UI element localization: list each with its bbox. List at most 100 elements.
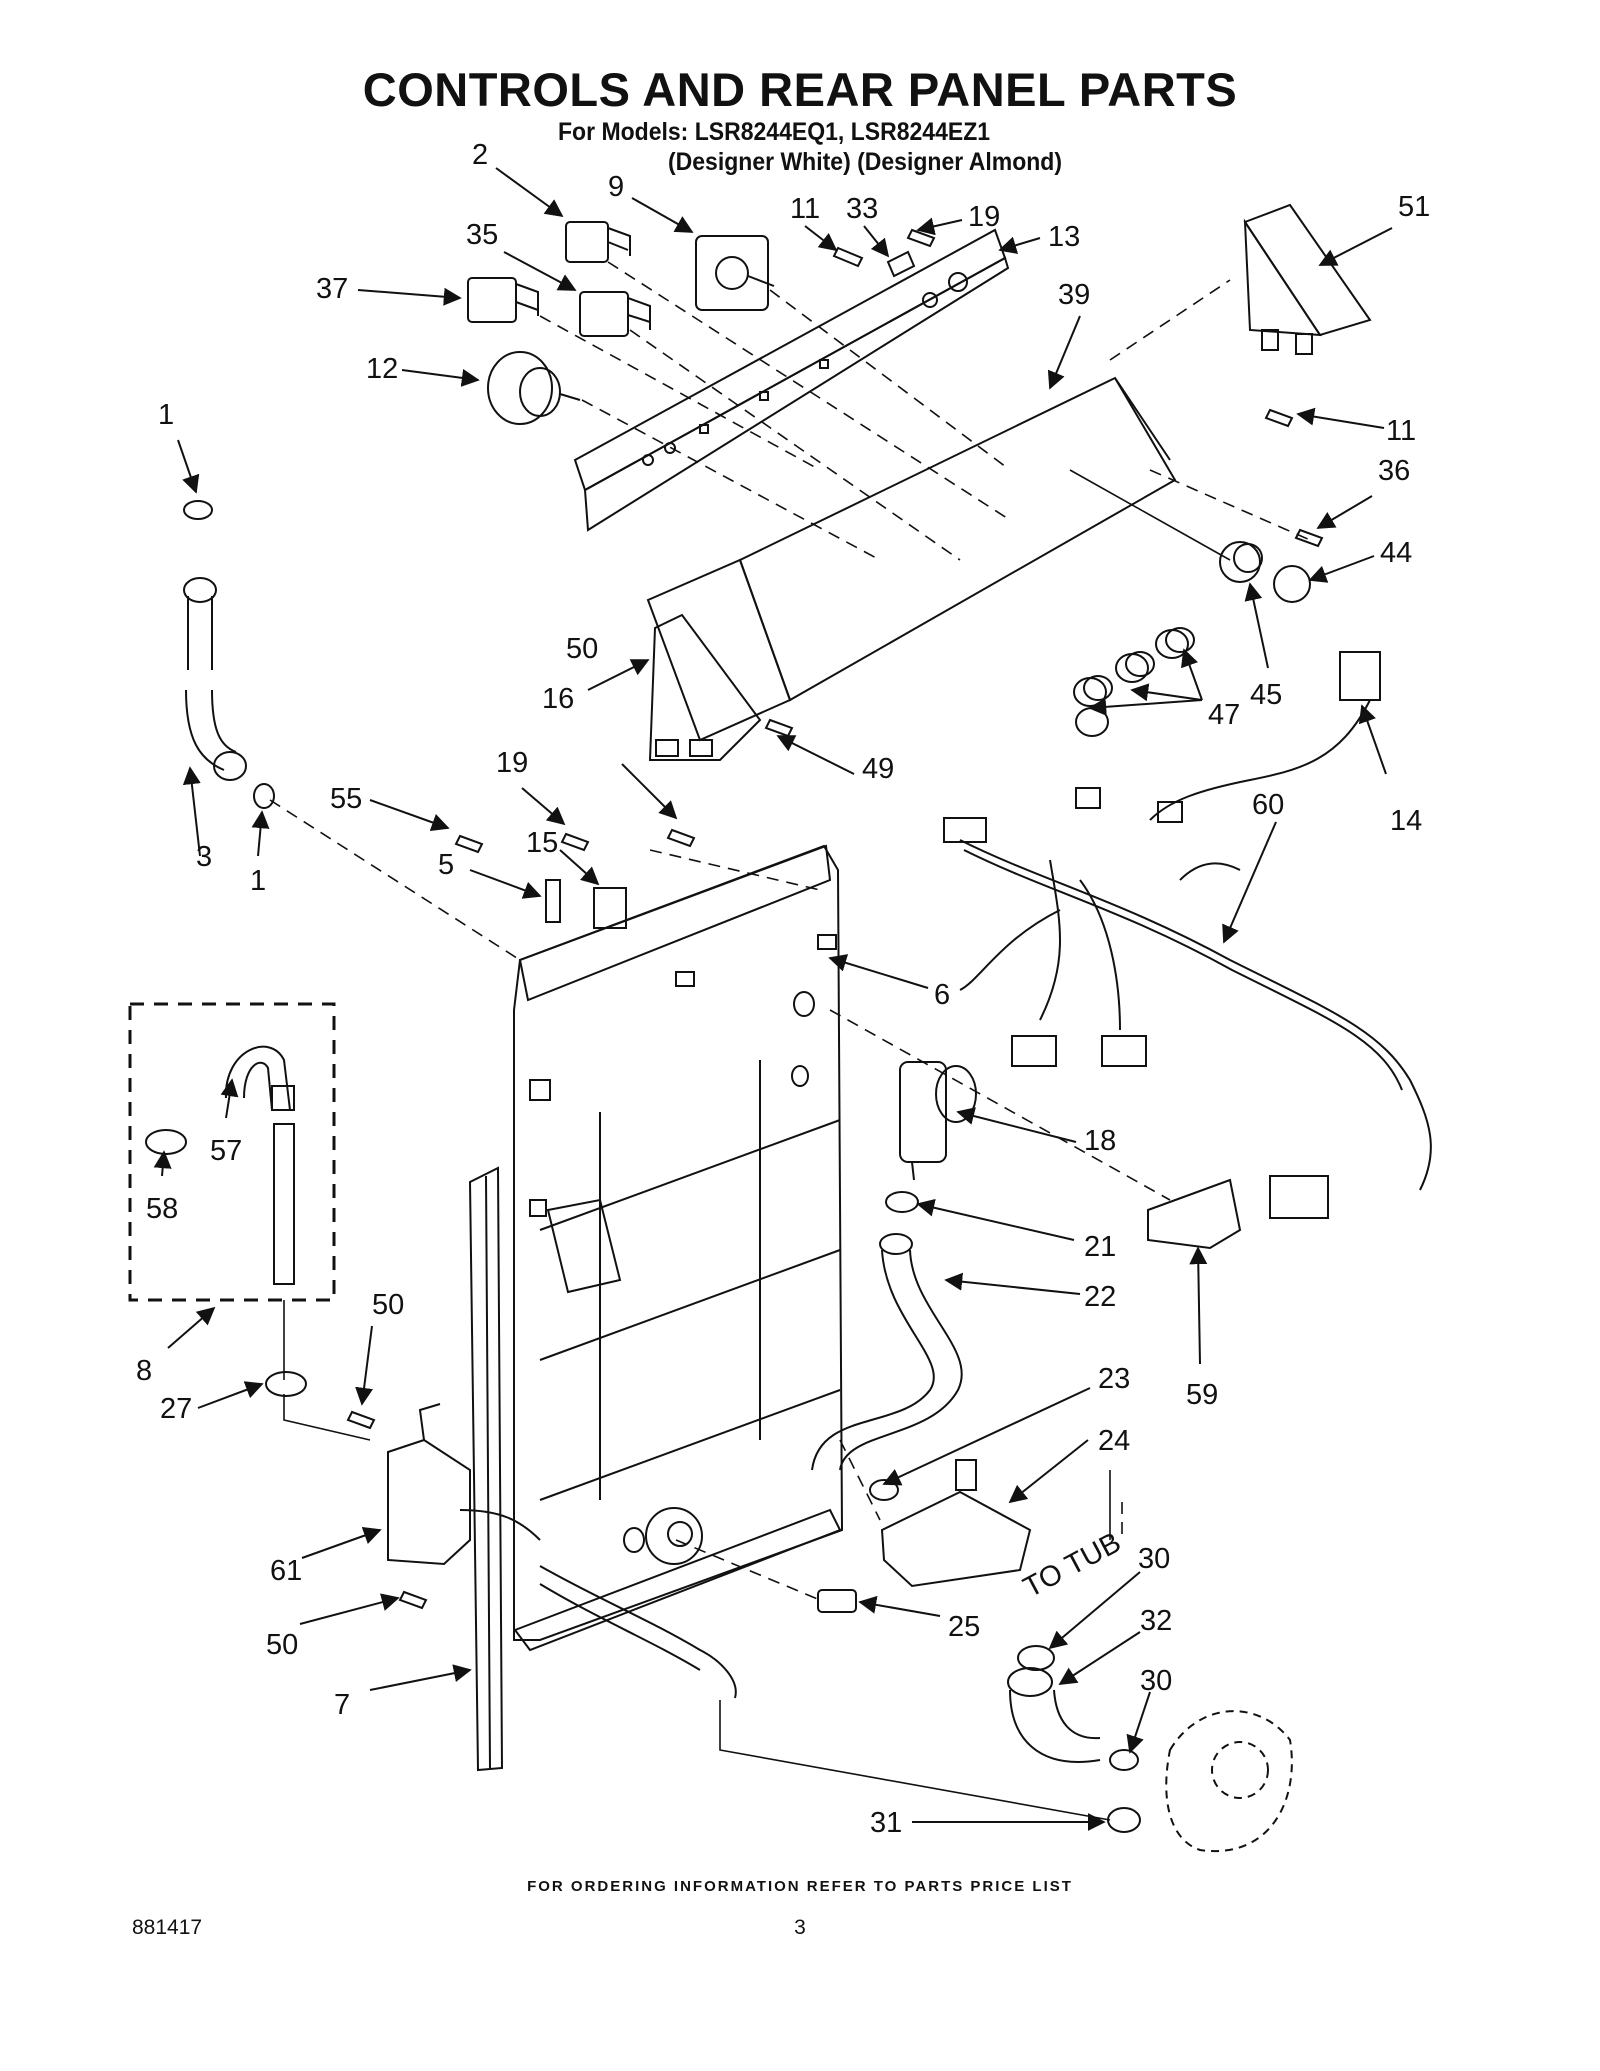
pump-outline [1165,1710,1293,1853]
colors-line: (Designer White) (Designer Almond) [668,148,1063,176]
clip-5 [545,879,561,923]
timer-9 [695,235,775,311]
knob-47-a [1073,675,1113,707]
knob-47-c [1155,627,1195,659]
fill-hose-22 [811,1233,963,1471]
callout-18: 18 [1084,1125,1116,1157]
side-trim-7 [468,1166,504,1772]
callout-39: 39 [1058,279,1090,311]
water-valve-18 [899,1061,977,1181]
drain-hose-bottom [513,1508,842,1699]
callout-19: 19 [496,747,528,779]
callout-19: 19 [968,201,1000,233]
callout-8: 8 [136,1355,152,1387]
callout-58: 58 [146,1193,178,1225]
screw-50-left [346,1410,376,1430]
callout-30: 30 [1140,1665,1172,1697]
callout-49: 49 [862,753,894,785]
screw-19-top [906,228,936,248]
clamp-31 [1107,1807,1141,1833]
bracket-51 [1243,203,1372,355]
callout-50: 50 [566,633,598,665]
knob-47-b [1115,651,1155,683]
callout-16: 16 [542,683,574,715]
callout-22: 22 [1084,1281,1116,1313]
callout-1: 1 [250,865,266,897]
callout-21: 21 [1084,1231,1116,1263]
callout-31: 31 [870,1807,902,1839]
callout-1: 1 [158,399,174,431]
callout-23: 23 [1098,1363,1130,1395]
callout-27: 27 [160,1393,192,1425]
ordering-note: FOR ORDERING INFORMATION REFER TO PARTS … [527,1878,1073,1895]
callout-11: 11 [790,193,820,225]
end-cap-16 [648,613,762,761]
callout-50: 50 [372,1289,404,1321]
callout-2: 2 [472,139,488,171]
screw-50-mid [666,828,696,848]
callout-47: 47 [1208,699,1240,731]
solid-assembly-lines [283,469,1231,1821]
callout-37: 37 [316,273,348,305]
callout-24: 24 [1098,1425,1130,1457]
callout-44: 44 [1380,537,1412,569]
knob-44 [1273,565,1311,603]
wire-harness-60 [943,787,1432,1219]
screw-19-mid [560,832,590,852]
callout-arrows [153,167,1393,1831]
screw-11-right [1264,408,1294,428]
screw-55 [454,834,484,854]
rotary-switch-37 [467,277,539,323]
callout-32: 32 [1140,1605,1172,1637]
dashed-assembly-lines [269,261,1311,1601]
callout-61: 61 [270,1555,302,1587]
washer-1-top [183,500,213,520]
bracket-61 [387,1403,541,1566]
callout-45: 45 [1250,679,1282,711]
callout-59: 59 [1186,1379,1218,1411]
callout-33: 33 [846,193,878,225]
inlet-hose-3 [183,577,247,781]
rear-panel-6 [513,844,844,1641]
callout-51: 51 [1398,191,1430,223]
callout-7: 7 [334,1689,350,1721]
callout-13: 13 [1048,221,1080,253]
power-cord-14 [1149,651,1381,821]
callout-57: 57 [210,1135,242,1167]
document-number: 881417 [132,1916,203,1939]
callout-3: 3 [196,841,212,873]
callout-15: 15 [526,827,558,859]
callout-9: 9 [608,171,624,203]
rotary-switch-35 [579,291,651,337]
screw-36 [1294,528,1324,548]
callout-30: 30 [1138,1543,1170,1575]
console-panel-39 [646,376,1177,742]
callout-12: 12 [366,353,398,385]
connector-25 [817,1589,857,1613]
bracket-59 [1147,1178,1242,1250]
callout-6: 6 [934,979,950,1011]
callout-25: 25 [948,1611,980,1643]
drain-hose-32 [1007,1667,1101,1763]
callout-14: 14 [1390,805,1422,837]
rotary-switch-2 [565,221,631,263]
callout-36: 36 [1378,455,1410,487]
callout-60: 60 [1252,789,1284,821]
callout-50: 50 [266,1629,298,1661]
water-level-switch-12 [487,351,581,425]
washer-1-bottom [253,783,275,809]
clamp-30-bottom [1109,1749,1139,1771]
clamp-27 [265,1371,307,1397]
callout-11: 11 [1386,415,1416,447]
screw-11-top [832,246,864,268]
control-mounting-rail [573,228,1010,532]
knob-47-d [1075,707,1109,737]
lid-switch-15 [593,887,627,929]
callout-5: 5 [438,849,454,881]
clamp-30-top [1017,1645,1055,1671]
page-number: 3 [794,1916,806,1939]
to-tub-label: TO TUB [1018,1526,1126,1604]
